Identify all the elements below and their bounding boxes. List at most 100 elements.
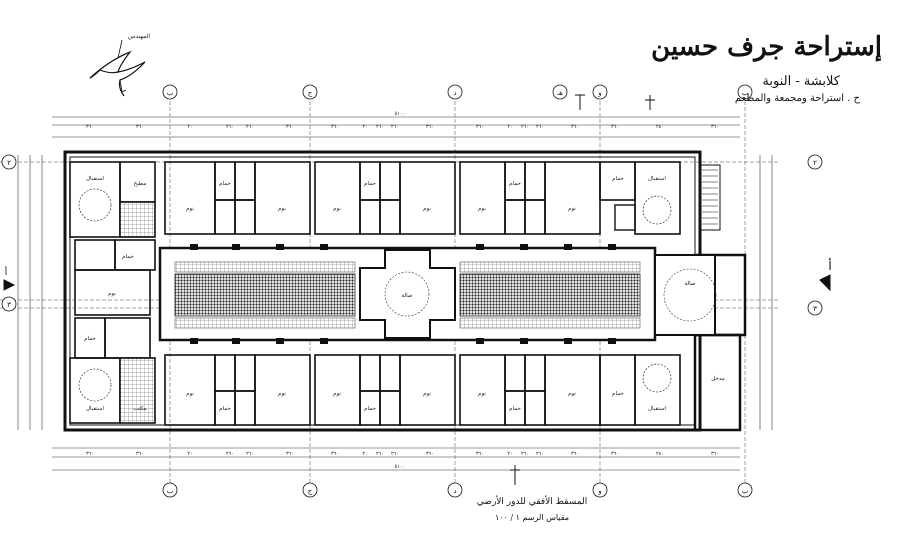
room-label: استقبال: [648, 175, 666, 182]
room-label: نوم: [478, 206, 486, 212]
room-label: صالة: [685, 280, 696, 287]
axis-marker-label: ج: [308, 487, 313, 495]
room-label: صالة: [402, 292, 413, 299]
room-label: نوم: [423, 391, 431, 397]
room-label: مدخل: [711, 375, 724, 382]
axis-marker-label: ج: [308, 89, 313, 97]
dimension-label: ٢٦٠: [391, 124, 399, 130]
room-label: نوم: [568, 206, 576, 212]
top-dimension-labels: ٣٦٠ ٣٦٠ ٢٠ ٢٦٠ ٢٦٠ ٣٦٠ ٣٦٠ ٢٠ ٢٦٠ ٢٦٠ ٣٦…: [86, 111, 719, 130]
dimension-label: ٣٦٠: [426, 451, 434, 457]
dimension-label: ٣٦٠: [711, 451, 719, 457]
axis-marker-label: ب: [742, 487, 749, 495]
dimension-label: ٢٦٠: [376, 124, 384, 130]
corridor-columns: [190, 244, 616, 344]
dimension-label: ٣٦٠: [426, 124, 434, 130]
dimension-label: ٢٠: [507, 124, 512, 130]
overall-dimension-label: ٥١٠٠: [395, 464, 406, 470]
bottom-dimension-labels: ٣٦٠ ٣٦٠ ٢٠ ٢٦٠ ٢٦٠ ٣٦٠ ٣٦٠ ٢٠ ٢٦٠ ٢٦٠ ٣٦…: [86, 451, 719, 470]
axis-marker-label: ب: [742, 89, 749, 97]
room-label: حمام: [84, 335, 96, 342]
dimension-label: ٢٦٠: [521, 124, 529, 130]
room-label: استقبال: [86, 175, 104, 182]
dimension-label: ٣٦٠: [136, 451, 144, 457]
dimension-label: ٣٦٠: [86, 451, 94, 457]
room-label: نوم: [186, 391, 194, 397]
dimension-label: ٣٦٠: [611, 124, 619, 130]
dimension-label: ٢٦٠: [226, 451, 234, 457]
dimension-label: ٢٦٠: [376, 451, 384, 457]
dimension-label: ٣٦٠: [331, 451, 339, 457]
dimension-label: ٢٠: [507, 451, 512, 457]
room-label: حمام: [364, 405, 376, 412]
dimension-label: ٢٠: [187, 451, 192, 457]
axis-markers-top: [162, 84, 753, 100]
dimension-label: ٣٦٠: [711, 124, 719, 130]
dimension-label: ٢٠: [362, 124, 367, 130]
dimension-label: ٣٦٠: [286, 124, 294, 130]
room-labels: نوم نوم نوم نوم نوم نوم حمام حمام حمام ن…: [84, 175, 725, 412]
section-label: أ: [5, 265, 8, 278]
dimension-label: ٣٦٠: [571, 124, 579, 130]
bird-label: المهندس: [128, 33, 150, 40]
section-cut-markers: [3, 94, 831, 485]
right-wing: [614, 164, 721, 393]
dimension-label: ٣٦٠: [476, 124, 484, 130]
room-label: نوم: [108, 291, 116, 297]
axis-markers-bottom: [162, 482, 753, 498]
axis-marker-label: د: [453, 89, 456, 97]
room-label: حمام: [612, 390, 624, 397]
axis-marker-label: د: [453, 487, 456, 495]
room-label: حمام: [219, 405, 231, 412]
axis-marker-label: هـ: [556, 89, 563, 97]
room-label: حمام: [219, 180, 231, 187]
room-label: نوم: [333, 206, 341, 212]
dimension-label: ٢٦٠: [536, 124, 544, 130]
dimension-label: ٢٤٠: [656, 124, 664, 130]
dimension-label: ٣٦٠: [476, 451, 484, 457]
central-corridor: [158, 246, 717, 342]
room-label: نوم: [278, 206, 286, 212]
axis-marker-label: و: [597, 89, 601, 97]
room-label: حمام: [612, 175, 624, 182]
dimension-label: ٢٦٠: [246, 124, 254, 130]
dimension-label: ٣٦٠: [286, 451, 294, 457]
dimension-label: ٣٦٠: [136, 124, 144, 130]
room-label: مطبخ: [134, 180, 147, 187]
drawing-caption: المسقط الأفقي للدور الأرضي: [476, 497, 588, 507]
room-label: حمام: [364, 180, 376, 187]
room-label: نوم: [423, 206, 431, 212]
overall-dimension-label: ٥١٠٠: [395, 111, 406, 117]
dimension-label: ٢٦٠: [226, 124, 234, 130]
axis-marker-label: ب: [167, 89, 174, 97]
bird-logo: المهندس: [89, 33, 150, 97]
dimension-label: ٣٦٠: [571, 451, 579, 457]
drawing-title: إستراحة جرف حسين: [651, 32, 882, 62]
room-label: نوم: [186, 206, 194, 212]
dimension-label: ٢٦٠: [536, 451, 544, 457]
dimension-lines: [17, 116, 773, 471]
drawing-architect: ح . استراحة ومجمعة والمطعم: [734, 93, 860, 104]
dimension-label: ٣٦٠: [331, 124, 339, 130]
axis-markers-side: [1, 154, 823, 316]
dimension-label: ٣٦٠: [86, 124, 94, 130]
dimension-label: ٣٦٠: [611, 451, 619, 457]
top-rooms: [164, 161, 681, 235]
room-label: حمام: [122, 253, 134, 260]
dimension-label: ٢٦٠: [521, 451, 529, 457]
drawing-scale: مقياس الرسم ١ / ١٠٠: [494, 513, 570, 522]
room-label: حمام: [509, 180, 521, 187]
room-label: استقبال: [648, 405, 666, 412]
drawing-subtitle: كلابشة - النوبة: [762, 74, 840, 89]
axis-marker-label: ٢: [813, 159, 817, 167]
dimension-label: ٢٠: [187, 124, 192, 130]
room-label: مكتب: [133, 405, 146, 412]
bottom-rooms: [164, 354, 681, 426]
dimension-label: ٢٦٠: [246, 451, 254, 457]
room-label: نوم: [478, 391, 486, 397]
dimension-label: ٢٤٠: [656, 451, 664, 457]
left-wing: [69, 161, 156, 424]
room-label: نوم: [333, 391, 341, 397]
section-label: أ: [828, 258, 831, 273]
